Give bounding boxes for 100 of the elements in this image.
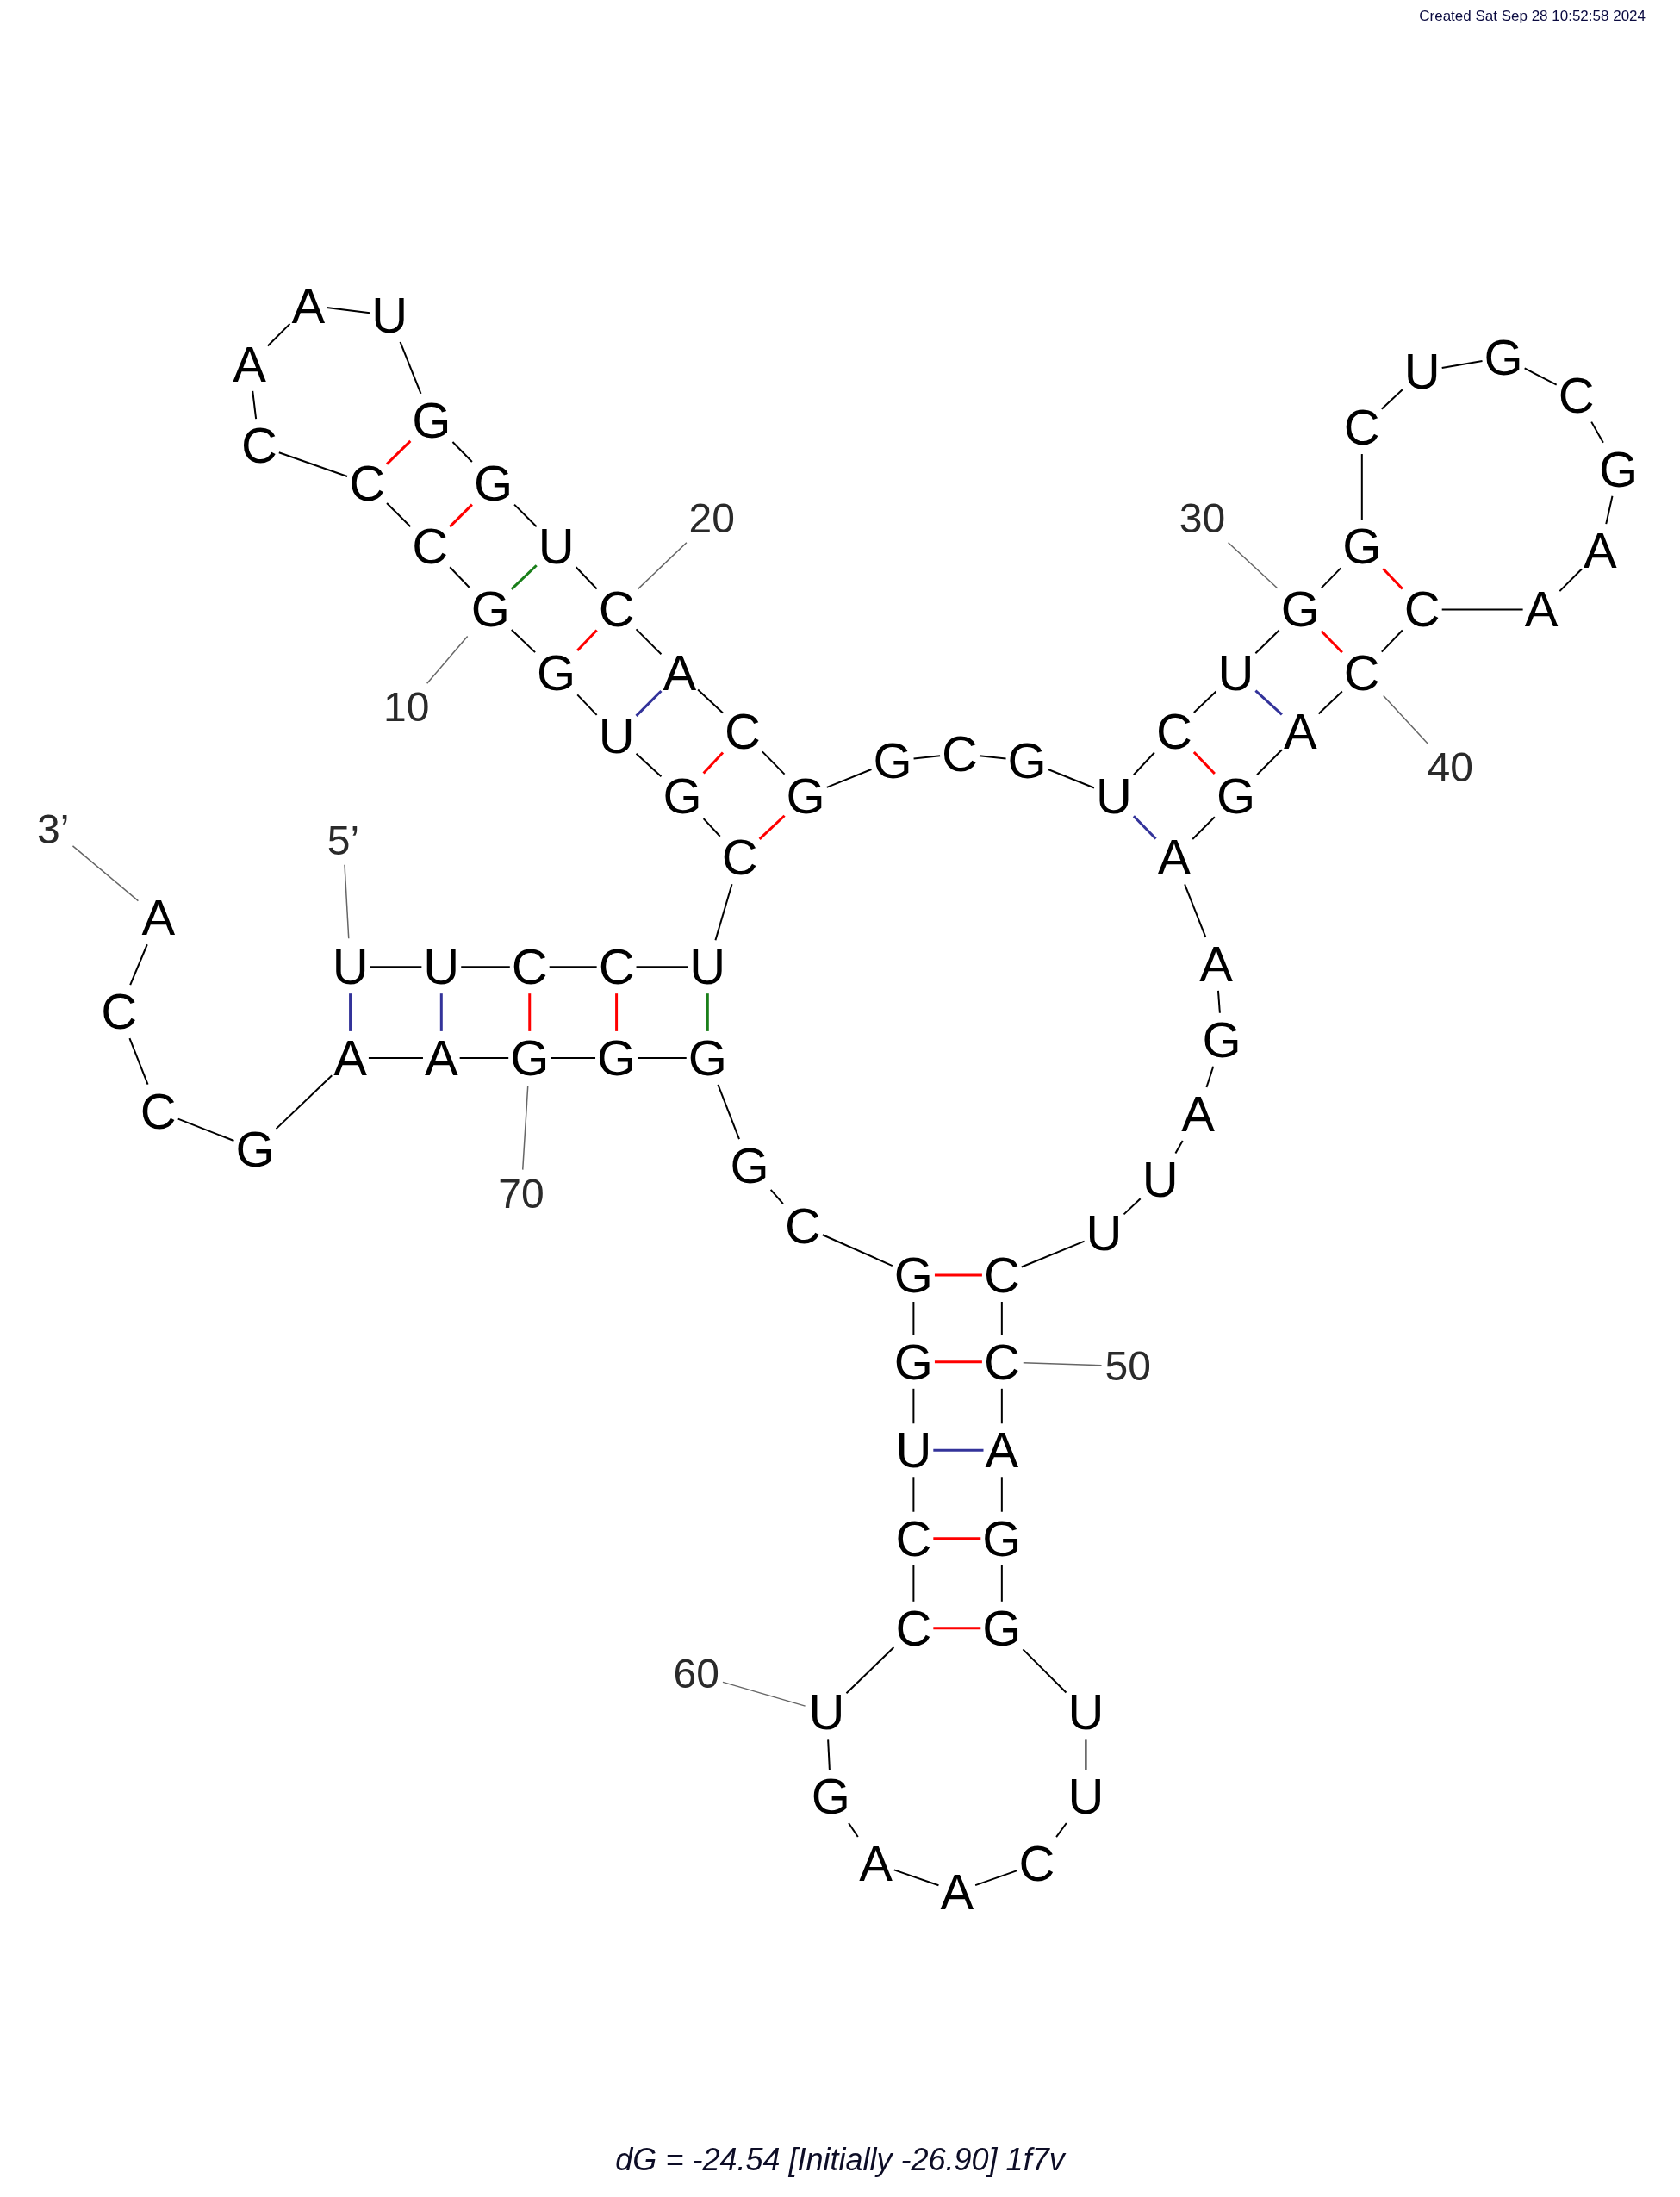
base-pair-line [576,629,598,651]
backbone-line [912,1300,915,1336]
base-letter: C [349,458,386,509]
base-pair-line [615,993,619,1031]
base-letter: U [1142,1155,1179,1205]
base-letter: C [983,1249,1020,1300]
backbone-line [1205,1065,1215,1088]
base-letter: A [1157,832,1192,883]
backbone-line [451,441,473,463]
backbone-line [635,966,689,968]
backbone-line [1047,769,1095,789]
leader-line [426,635,469,685]
backbone-line [548,966,598,968]
backbone-line [697,688,724,714]
leader-line [722,1681,806,1707]
base-letter: C [895,1603,932,1653]
backbone-line [326,307,371,314]
base-letter: C [598,584,635,635]
base-letter: C [983,1336,1020,1387]
backbone-line [1000,1476,1003,1513]
backbone-line [702,818,721,837]
base-letter: U [1096,770,1132,821]
base-letter: A [1181,1088,1215,1139]
backbone-line [761,750,786,775]
base-letter: G [470,584,510,635]
base-pair-line [510,564,538,590]
base-letter: A [1583,526,1617,576]
base-letter: U [1067,1771,1104,1821]
base-letter: G [688,1032,727,1083]
base-letter: A [859,1839,893,1889]
base-letter: G [893,1249,933,1300]
base-pair-line [386,439,412,465]
backbone-line [1085,1738,1087,1771]
base-pair-line [934,1273,982,1277]
backbone-line [635,628,663,656]
backbone-line [1184,883,1207,938]
base-letter: U [538,521,575,572]
base-letter: U [1403,345,1440,396]
position-number: 70 [498,1173,544,1215]
position-number: 30 [1179,497,1226,539]
base-pair-line [635,689,663,717]
leader-line [1023,1361,1103,1366]
backbone-line [1000,1387,1003,1425]
base-letter: G [786,770,825,821]
backbone-line [1000,1564,1003,1603]
base-letter: U [808,1687,845,1738]
base-letter: C [101,986,138,1037]
backbone-line [449,566,470,588]
base-letter: C [1558,370,1595,420]
base-letter: U [895,1425,932,1476]
backbone-line [575,566,598,590]
base-letter: A [424,1032,458,1083]
base-letter: C [1343,402,1380,453]
backbone-line [1317,690,1343,715]
backbone-line [1440,608,1524,611]
base-pair-line [439,993,443,1031]
base-pair-line [706,993,709,1031]
backbone-line [399,340,422,395]
backbone-line [717,1083,740,1141]
base-letter: G [982,1513,1022,1564]
base-letter: U [1086,1208,1123,1259]
backbone-line [1605,495,1614,526]
leader-line [637,542,688,590]
base-letter: C [1343,647,1380,698]
base-letter: U [332,942,369,993]
base-letter: G [893,1336,933,1387]
base-letter: G [663,770,702,821]
base-letter: G [982,1603,1022,1653]
position-number: 40 [1427,747,1473,789]
base-letter: A [333,1032,367,1083]
backbone-line [460,966,511,968]
backbone-line [1022,1648,1067,1694]
base-pair-line [528,993,532,1031]
backbone-line [1192,690,1217,714]
backbone-line [1440,359,1484,369]
backbone-line [1123,1198,1142,1216]
backbone-line [912,1564,915,1603]
backbone-line [1020,1240,1086,1268]
base-letter: A [141,893,176,943]
base-letter: C [140,1086,177,1136]
backbone-line [912,1387,915,1425]
backbone-line [128,1037,149,1086]
base-letter: G [1202,1014,1241,1065]
base-pair-line [349,993,352,1031]
base-letter: G [597,1032,637,1083]
base-letter: G [811,1771,850,1821]
base-letter: U [371,289,408,340]
backbone-line [974,1870,1018,1887]
backbone-line [1256,749,1283,776]
base-letter: G [412,395,451,445]
leader-line [1383,694,1429,744]
base-pair-line [933,1627,981,1630]
base-letter: U [598,710,635,761]
backbone-line [848,1822,859,1839]
base-letter: C [240,420,277,471]
backbone-line [1216,989,1221,1014]
base-letter: U [423,942,460,993]
backbone-line [637,1056,688,1059]
backbone-line [635,752,663,778]
base-pair-line [702,751,725,775]
